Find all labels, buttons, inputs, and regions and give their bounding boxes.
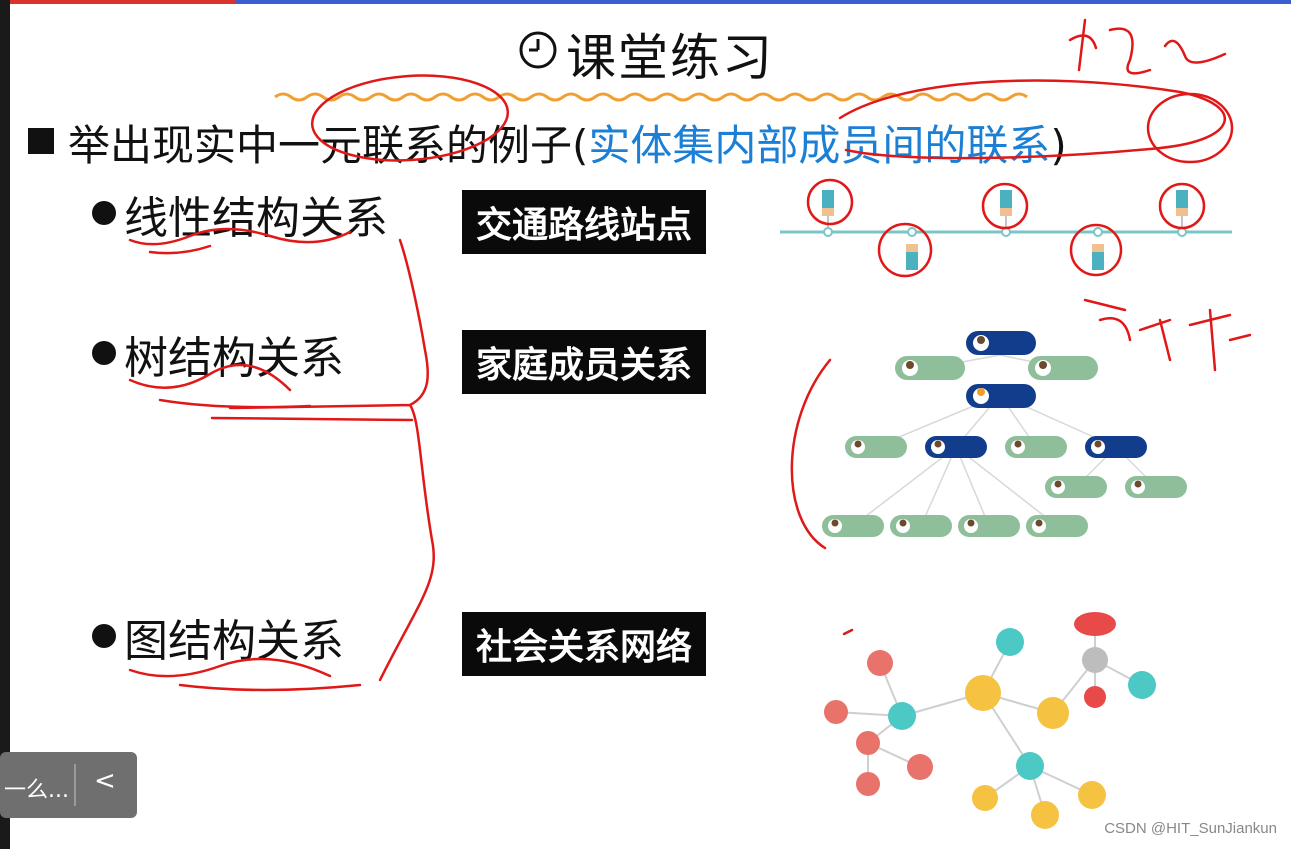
pill-text: 一么... <box>4 778 69 803</box>
clock-icon <box>519 31 557 69</box>
example-box-linear: 交通路线站点 <box>462 190 707 254</box>
dot-bullet-icon <box>92 341 116 365</box>
window-left-edge <box>0 0 10 849</box>
dot-bullet-icon <box>92 201 116 225</box>
pill-divider <box>74 764 76 806</box>
station-pin-icon <box>1000 190 1012 230</box>
title-underline <box>274 92 1028 102</box>
top-accent-bar <box>10 0 1291 4</box>
item-label: 树结构关系 <box>124 333 344 384</box>
social-network-nodes <box>824 612 1156 829</box>
family-tree-nodes <box>822 331 1187 537</box>
station-line-diagram <box>780 190 1232 270</box>
slide-title: 课堂练习 <box>566 29 774 87</box>
main-bullet-highlight: 实体集内部成员间的联系 <box>588 121 1051 170</box>
dot-bullet-icon <box>92 624 116 648</box>
chevron-left-icon[interactable]: < <box>94 766 116 796</box>
square-bullet-icon <box>28 128 54 154</box>
example-box-tree: 家庭成员关系 <box>462 330 707 394</box>
watermark: CSDN @HIT_SunJiankun <box>1104 820 1277 837</box>
station-pin-icon <box>1176 190 1188 230</box>
collapse-toolbar-pill[interactable]: 一么... < <box>0 752 137 818</box>
station-pin-icon <box>906 244 918 270</box>
station-pin-icon <box>1092 244 1104 270</box>
example-box-graph: 社会关系网络 <box>462 612 707 676</box>
main-bullet-suffix: ) <box>1050 121 1067 170</box>
item-tree: 树结构关系 <box>92 322 344 386</box>
item-graph: 图结构关系 <box>92 605 344 669</box>
top-accent-bar-red <box>10 0 235 4</box>
handwritten-annotations <box>128 18 1252 692</box>
item-label: 图结构关系 <box>124 616 344 667</box>
